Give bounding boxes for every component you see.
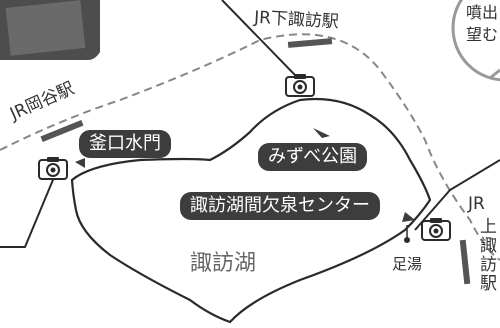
spot-label-ashiyu: 足湯 [392, 255, 423, 273]
station-label-kamisuwa: 上 諏 訪 駅 [480, 218, 500, 294]
camera-icon-mizube[interactable] [285, 73, 315, 97]
lake-name-label: 諏訪湖 [190, 251, 257, 276]
station-label-kamisuwa-char: 訪 [480, 255, 497, 275]
pointer-kanketsusen [402, 212, 415, 222]
railway-line [0, 33, 500, 261]
pointer-kamaguchi [75, 158, 85, 168]
station-label-shimosuwa: JR下諏訪駅 [253, 7, 340, 33]
lake-shoreline [70, 97, 432, 324]
info-bubble-line: 噴出 [466, 3, 499, 22]
station-bar-shimosuwa [287, 38, 333, 48]
ashiyu-pin-icon [404, 237, 410, 243]
info-bubble-circle [451, 0, 500, 82]
station-label-kamisuwa-char: 諏 [480, 236, 497, 256]
camera-icon-kanketsusen[interactable] [421, 217, 451, 241]
station-label-kamisuwa-char: 駅 [480, 274, 497, 294]
road-kamisuwa [414, 159, 500, 231]
pointer-mizube [313, 128, 330, 138]
road-okaya [0, 174, 56, 248]
spot-label-kanketsusen[interactable]: 諏訪湖間欠泉センター [180, 192, 380, 220]
info-bubble-tail [489, 68, 500, 80]
info-bubble-line: 望む [466, 25, 499, 44]
station-label-kamisuwa-char: 上 [480, 217, 497, 237]
camera-icon-kamaguchi[interactable] [38, 156, 68, 180]
station-bar-kamisuwa [459, 239, 471, 285]
station-bar-okaya [40, 119, 84, 143]
spot-label-kamaguchi[interactable]: 釜口水門 [79, 130, 171, 158]
info-bubble-text: 噴出 望む [466, 2, 498, 46]
station-label-kamisuwa-prefix: JR [468, 194, 485, 214]
corner-photo [0, 0, 100, 60]
spot-label-mizube[interactable]: みずべ公園 [258, 143, 368, 171]
